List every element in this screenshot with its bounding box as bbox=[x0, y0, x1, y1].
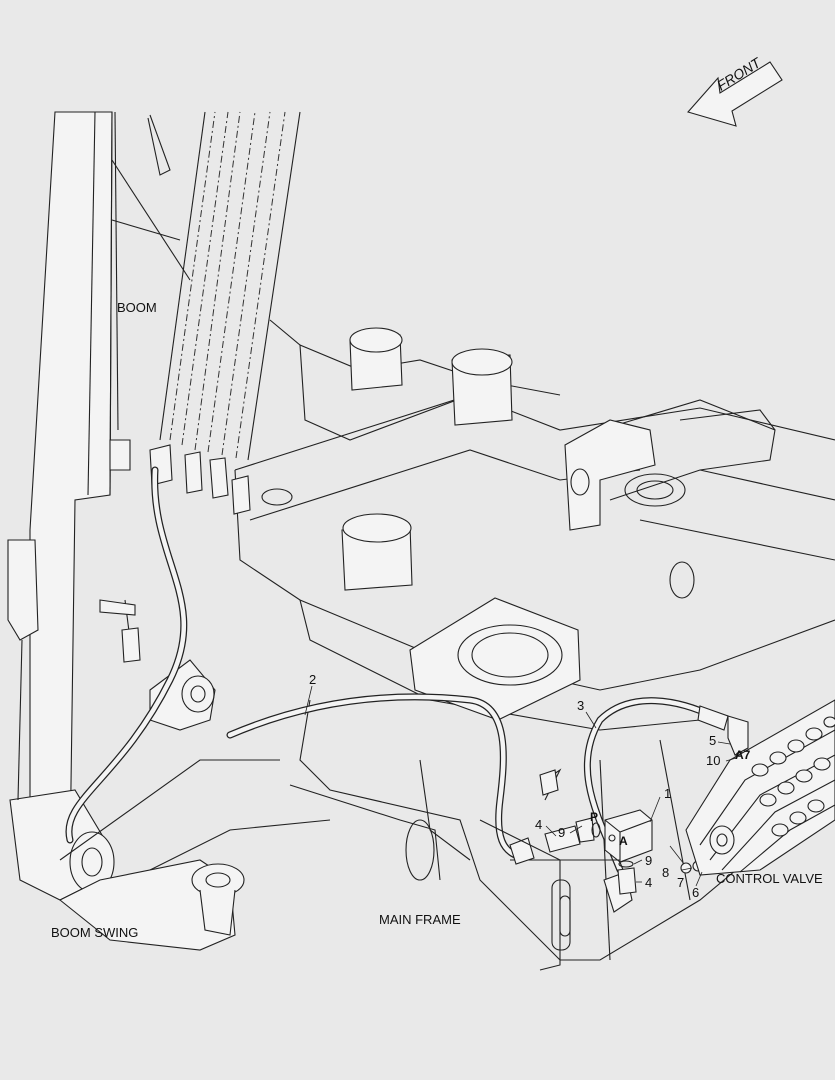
callout-3: 3 bbox=[577, 698, 585, 713]
control-valve-label: CONTROL VALVE bbox=[716, 871, 823, 886]
callout-2: 2 bbox=[309, 672, 317, 687]
port-a7-label: A7 bbox=[735, 748, 751, 762]
callout-4-lower: 4 bbox=[645, 875, 653, 890]
callout-1: 1 bbox=[664, 786, 672, 801]
boom-label: BOOM bbox=[117, 300, 157, 315]
port-p-label: P bbox=[590, 810, 599, 824]
callout-9-upper: 9 bbox=[558, 825, 566, 840]
boom-swing-label: BOOM SWING bbox=[51, 925, 139, 940]
callout-10: 10 bbox=[706, 753, 721, 768]
leader-lines bbox=[304, 685, 737, 887]
callout-8: 8 bbox=[662, 865, 670, 880]
hose-3-drawing bbox=[583, 697, 749, 913]
front-arrow-icon bbox=[687, 61, 783, 127]
boom-drawing bbox=[7, 111, 441, 951]
boom-pipes-drawing bbox=[99, 111, 301, 663]
callout-6: 6 bbox=[692, 885, 700, 900]
callout-4-upper: 4 bbox=[535, 817, 543, 832]
callout-5: 5 bbox=[709, 733, 717, 748]
callout-9-lower: 9 bbox=[645, 853, 653, 868]
main-frame-label: MAIN FRAME bbox=[379, 912, 461, 927]
callout-7: 7 bbox=[677, 875, 685, 890]
port-a-label: A bbox=[619, 834, 628, 848]
control-valve-drawing bbox=[685, 699, 835, 876]
